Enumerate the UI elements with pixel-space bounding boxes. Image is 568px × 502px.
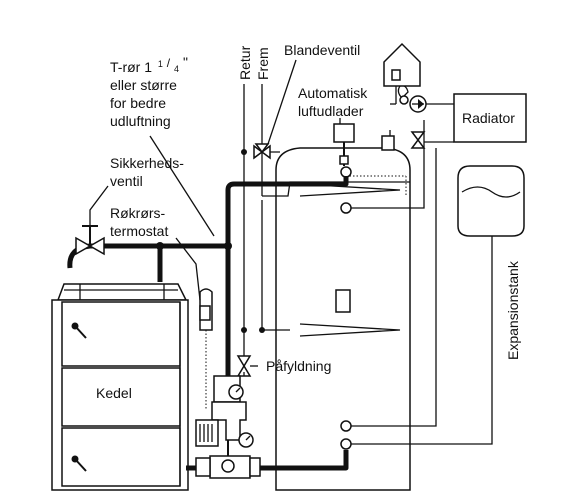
frem-label: Frem [255,47,271,80]
rokrors-label-2: termostat [110,223,168,239]
pafyldning-label: Påfyldning [266,358,331,374]
filling-valve-icon [236,355,258,377]
kedel-label: Kedel [96,385,132,401]
t-pipe-quote: " [183,54,188,70]
rokrors-label-1: Røkrørs- [110,205,166,221]
expansion-tank: Expansionstank [457,165,525,360]
door-handle-top [71,322,87,339]
sikkerheds-label-1: Sikkerheds- [110,155,184,171]
secondary-piping [205,84,493,445]
safety-valve-icon [75,225,105,256]
accumulator-tank [261,123,411,491]
radiator-label: Radiator [462,110,515,126]
radiator: Radiator [453,93,527,143]
t-pipe-text-2: eller større [110,77,177,93]
sikkerheds-label-2: ventil [110,173,143,189]
blend-valve-icon [253,143,271,160]
t-pipe-text-3: for bedre [110,95,166,111]
house-icon [383,42,421,105]
charging-unit [195,372,261,479]
blandeventil-label: Blandeventil [284,42,360,58]
automatisk-label-2: luftudlader [298,103,364,119]
mix-valve-icon [410,131,426,149]
t-pipe-fraction-den: 4 [174,64,179,74]
retur-label: Retur [237,45,253,80]
svg-text:T-rør 1 1 /: T-rør 1 1 / 4 " [110,54,188,75]
boiler: Kedel [51,283,213,491]
leader-lines [89,59,341,301]
t-pipe-label: T-rør 1 1 / 4 " eller større for bedre u… [110,54,188,129]
circulation-pump-icon [409,95,427,113]
t-pipe-fraction-num: 1 [158,59,163,69]
t-pipe-text-1: T-rør 1 [110,59,152,75]
expansionstank-label: Expansionstank [505,260,521,360]
t-pipe-fraction-slash: / [167,56,171,70]
door-handle-bottom [71,455,87,472]
thermometer-icon [397,84,409,105]
t-pipe-text-4: udluftning [110,113,171,129]
automatisk-label-1: Automatisk [298,85,368,101]
